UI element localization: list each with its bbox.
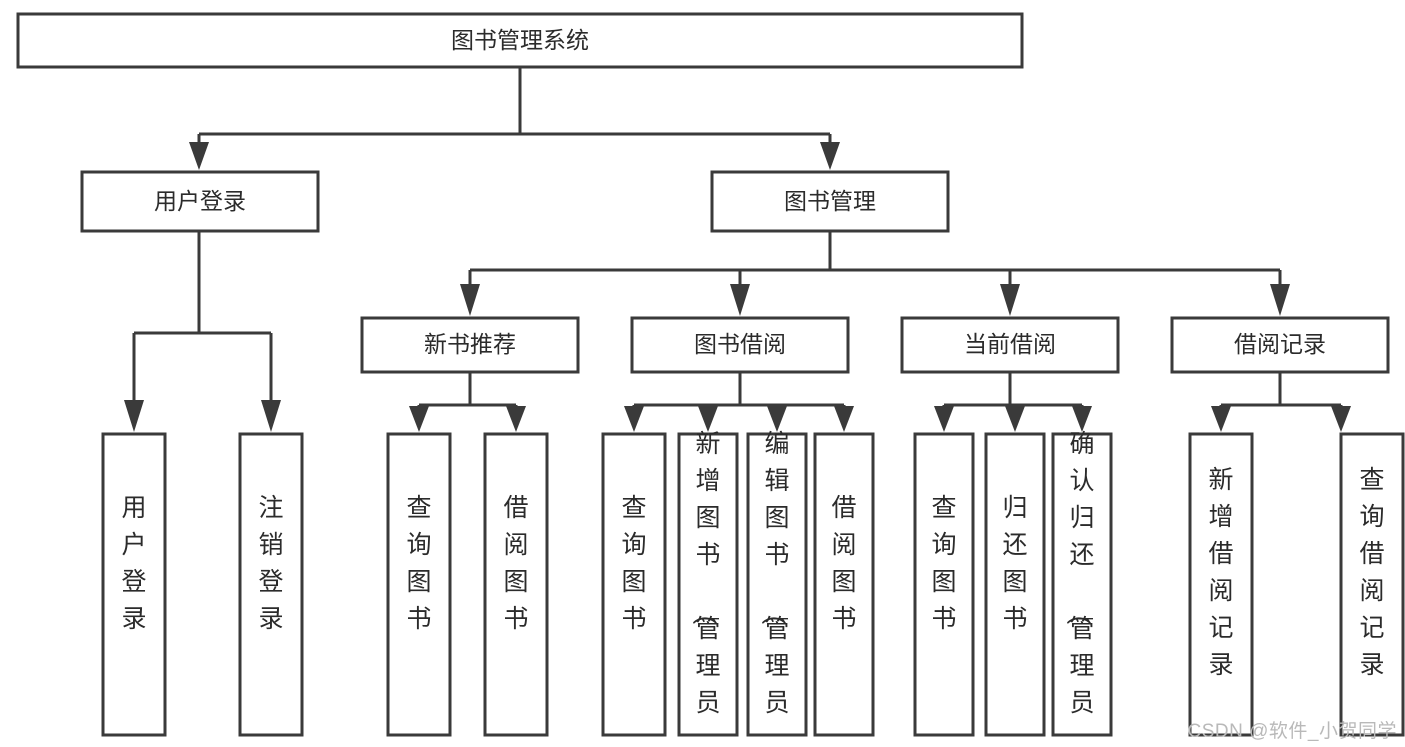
arrow-bookmgmt-to-record [1270,284,1290,316]
node-current-borrow-label: 当前借阅 [964,331,1056,357]
arrow-root-to-user [189,142,209,170]
arrow-borrow-to-lend [834,406,854,432]
leaf-record-query-box[interactable] [1339,432,1405,737]
arrow-user-to-logout [261,400,281,432]
leaf-borrow-lend-book[interactable]: 借阅图书 [813,432,875,737]
leaf-borrow-add-book-label: 新增图书（管理员） [689,430,720,747]
node-new-book-recommend-label: 新书推荐 [424,331,516,357]
leaf-user-login[interactable]: 用户登录 [101,432,167,737]
node-new-book-recommend[interactable]: 新书推荐 [360,316,580,374]
node-borrow-record-box[interactable] [1170,316,1390,374]
leaf-record-query[interactable]: 查询借阅记录 [1339,432,1405,737]
arrow-current-to-confirm [1072,406,1092,432]
leaf-user-logout[interactable]: 注销登录 [238,432,304,737]
node-user-login-box[interactable] [80,170,320,233]
leaf-borrow-query-book[interactable]: 查询图书 [601,432,667,737]
leaf-borrow-edit-book-label: 编辑图书（管理员） [758,430,789,747]
leaf-record-add-box[interactable] [1188,432,1254,737]
leaf-current-query-book[interactable]: 查询图书 [913,432,975,737]
node-new-book-recommend-box[interactable] [360,316,580,374]
leaf-borrow-query-book-label: 查询图书 [621,494,646,633]
arrow-record-to-add [1211,406,1231,432]
leaf-borrow-lend-book-box[interactable] [813,432,875,737]
node-current-borrow[interactable]: 当前借阅 [900,316,1120,374]
leaf-current-query-book-box[interactable] [913,432,975,737]
node-book-borrow-label: 图书借阅 [694,331,786,357]
arrow-current-to-return [1005,406,1025,432]
arrow-borrow-to-add [698,406,718,432]
node-book-management-box[interactable] [710,170,950,233]
leaf-current-return-book-box[interactable] [984,432,1046,737]
leaf-current-confirm-return-label: 确认归还（管理员） [1063,430,1094,747]
leaf-recommend-borrow-book[interactable]: 借阅图书 [483,432,549,737]
leaf-borrow-add-book-box[interactable] [677,432,739,737]
leaf-recommend-borrow-book-box[interactable] [483,432,549,737]
leaf-user-login-box[interactable] [101,432,167,737]
leaf-borrow-lend-book-label: 借阅图书 [831,494,856,633]
leaf-current-query-book-label: 查询图书 [931,494,956,633]
node-current-borrow-box[interactable] [900,316,1120,374]
node-borrow-record-label: 借阅记录 [1234,331,1326,357]
leaf-user-logout-box[interactable] [238,432,304,737]
leaf-current-return-book-label: 归还图书 [1002,494,1027,633]
arrow-bookmgmt-to-borrow [730,284,750,316]
leaf-borrow-edit-book-box[interactable] [746,432,808,737]
node-borrow-record[interactable]: 借阅记录 [1170,316,1390,374]
leaf-current-return-book[interactable]: 归还图书 [984,432,1046,737]
leaf-current-confirm-return[interactable]: 确认归还（管理员） [1051,430,1113,747]
leaf-record-query-label: 查询借阅记录 [1359,466,1384,679]
leaf-borrow-edit-book[interactable]: 编辑图书（管理员） [746,430,808,747]
node-book-borrow-box[interactable] [630,316,850,374]
node-book-management-label: 图书管理 [784,188,876,214]
node-root-box[interactable] [16,12,1024,69]
node-root[interactable]: 图书管理系统 [16,12,1024,69]
connector-layer [124,67,1351,432]
leaf-user-logout-label: 注销登录 [258,494,283,633]
leaf-record-add[interactable]: 新增借阅记录 [1188,432,1254,737]
arrow-current-to-query [934,406,954,432]
node-root-label: 图书管理系统 [451,27,589,53]
leaf-borrow-query-book-box[interactable] [601,432,667,737]
leaf-user-login-label: 用户登录 [121,494,146,633]
leaf-recommend-query-book-box[interactable] [386,432,452,737]
arrow-root-to-bookmgmt [820,142,840,170]
arrow-newbook-to-borrow [506,406,526,432]
arrow-newbook-to-query [409,406,429,432]
arrow-bookmgmt-to-newbook [460,284,480,316]
leaf-recommend-borrow-book-label: 借阅图书 [503,494,528,633]
leaf-recommend-query-book-label: 查询图书 [406,494,431,633]
leaf-record-add-label: 新增借阅记录 [1208,466,1233,679]
node-book-borrow[interactable]: 图书借阅 [630,316,850,374]
arrow-bookmgmt-to-current [1000,284,1020,316]
arrow-borrow-to-query [624,406,644,432]
node-user-login[interactable]: 用户登录 [80,170,320,233]
node-book-management[interactable]: 图书管理 [710,170,950,233]
leaf-recommend-query-book[interactable]: 查询图书 [386,432,452,737]
leaf-current-confirm-return-box[interactable] [1051,432,1113,737]
arrow-record-to-query [1331,406,1351,432]
leaf-borrow-add-book[interactable]: 新增图书（管理员） [677,430,739,747]
arrow-borrow-to-edit [767,406,787,432]
arrow-user-to-login [124,400,144,432]
node-user-login-label: 用户登录 [154,188,246,214]
